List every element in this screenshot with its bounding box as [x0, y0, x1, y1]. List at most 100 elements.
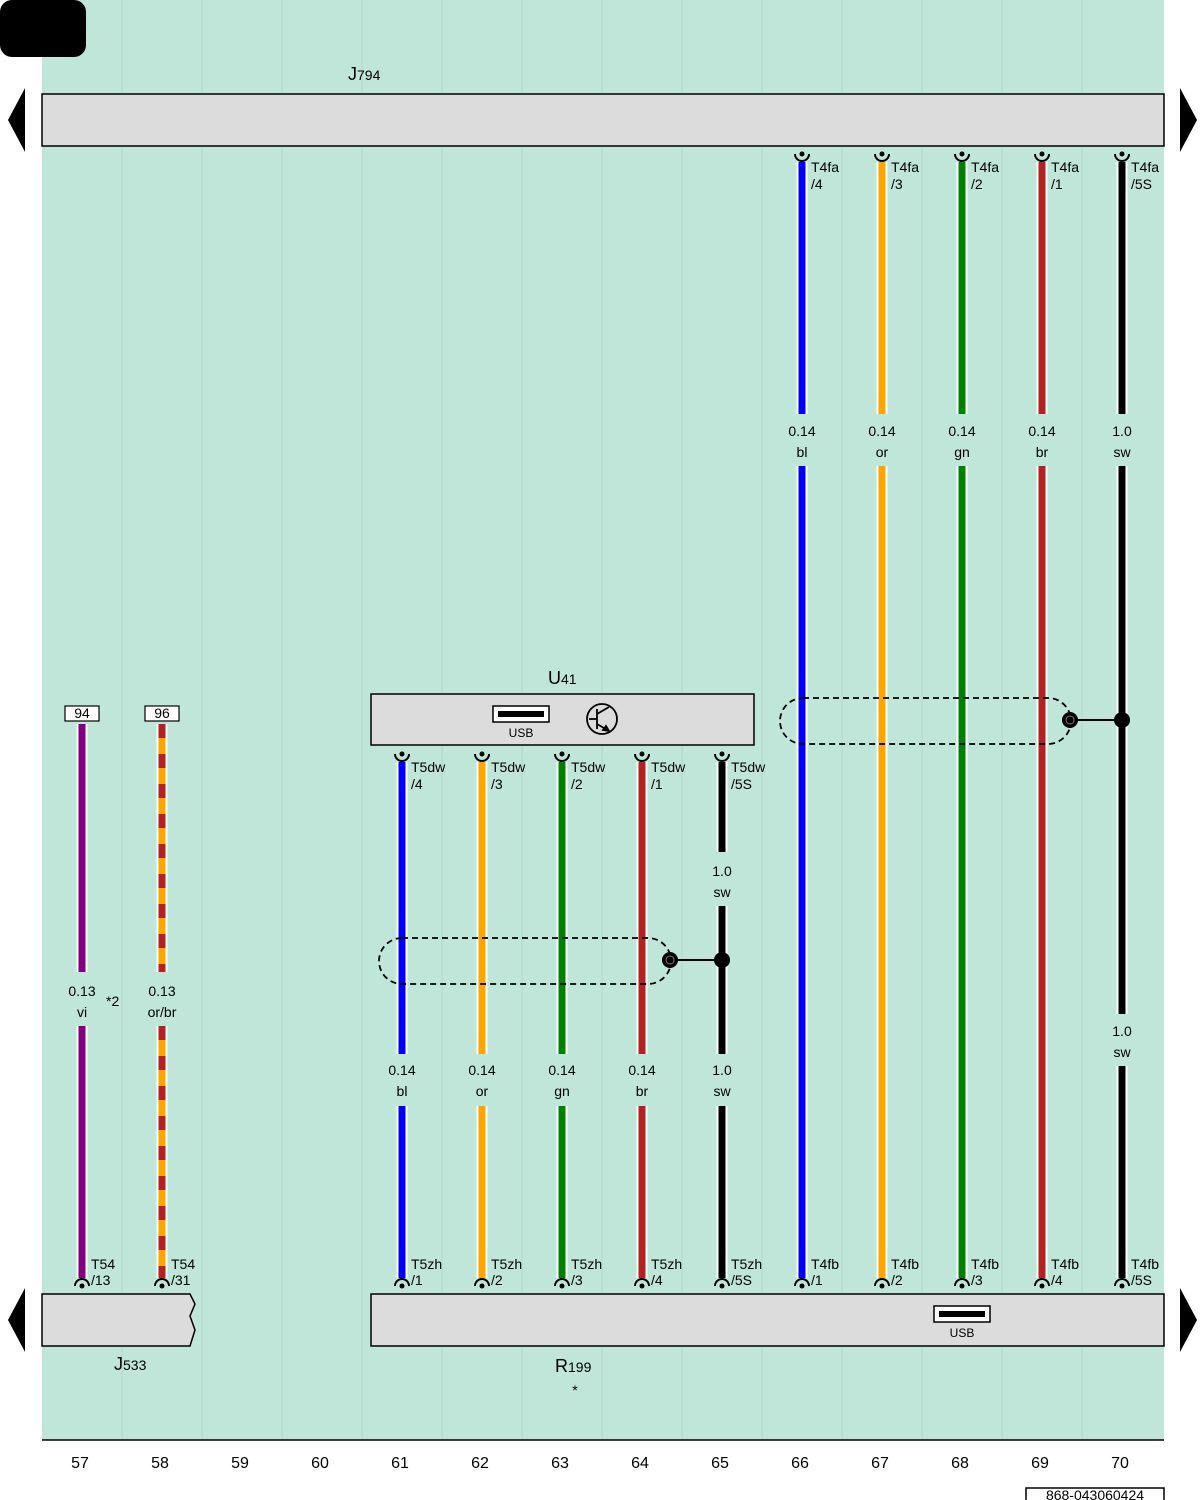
grid-number: 60 [311, 1455, 329, 1472]
conn-top-name: T4fa [891, 159, 919, 175]
svg-text:USB: USB [950, 1326, 975, 1340]
grid-lines [121, 0, 1083, 1440]
conn-top-pin: /2 [971, 176, 983, 192]
usb-port-icon: USB [492, 705, 550, 740]
wire-size: 0.13 [68, 983, 95, 999]
conn-top-name: T4fa [811, 159, 839, 175]
conn-top-pin: /5S [731, 776, 752, 792]
connector-top-65 [714, 751, 730, 762]
wire-color: bl [797, 444, 808, 460]
wire-color: br [636, 1083, 649, 1099]
connector-top-61 [394, 751, 410, 762]
connector-bottom-69 [1034, 1278, 1050, 1289]
grid-number: 58 [151, 1455, 169, 1472]
conn-bottom-name: T4fb [811, 1256, 839, 1272]
conn-top-pin: /5S [1131, 176, 1152, 192]
connector-top-68 [954, 151, 970, 162]
nav-arrow-right-bottom-icon[interactable] [1180, 1288, 1197, 1352]
conn-top-pin: /4 [411, 776, 423, 792]
connector-bottom-64 [634, 1278, 650, 1289]
wire-size: 0.14 [628, 1062, 655, 1078]
connector-bottom-67 [874, 1278, 890, 1289]
label-j794: J794 [348, 64, 381, 84]
conn-bottom-name: T4fb [1051, 1256, 1079, 1272]
grid-number: 65 [711, 1455, 729, 1472]
wire-size-lower: 1.0 [1112, 1023, 1132, 1039]
conn-bottom-pin: /1 [411, 1272, 423, 1288]
component-u41 [370, 693, 755, 746]
conn-bottom-name: T4fb [891, 1256, 919, 1272]
conn-bottom-name: T5zh [411, 1256, 442, 1272]
shield-top [779, 697, 1130, 745]
connector-bottom-58 [154, 1278, 170, 1289]
wire-color: or/br [148, 1004, 177, 1020]
conn-top-pin: /3 [491, 776, 503, 792]
labels-layer: T54/13940.13vi*2T54/31960.13or/brT5dw/4T… [64, 159, 1159, 1288]
nav-arrow-right-top-icon[interactable] [1180, 88, 1197, 152]
transistor-symbol-icon [586, 703, 618, 735]
conn-top-name: T4fa [1131, 159, 1159, 175]
wire-size: 1.0 [712, 1062, 732, 1078]
conn-bottom-name: T5zh [731, 1256, 762, 1272]
wire-size: 0.14 [468, 1062, 495, 1078]
ref-number: 94 [74, 705, 90, 721]
conn-top-pin: /4 [811, 176, 823, 192]
connector-bottom-63 [554, 1278, 570, 1289]
wire-size: 0.13 [148, 983, 175, 999]
svg-text:USB: USB [509, 726, 534, 740]
wire-size: 0.14 [948, 423, 975, 439]
wire-color: or [476, 1083, 489, 1099]
grid-number: 70 [1111, 1455, 1129, 1472]
doc-number: 868-043060424 [1046, 1487, 1144, 1500]
grid-number: 69 [1031, 1455, 1049, 1472]
conn-bottom-pin: /2 [891, 1272, 903, 1288]
wire-size: 0.14 [548, 1062, 575, 1078]
doc-number-box [1025, 1487, 1165, 1500]
note-r199: * [572, 1382, 578, 1398]
label-u41: U41 [548, 668, 577, 688]
grid-number: 61 [391, 1455, 409, 1472]
conn-bottom-pin: /4 [1051, 1272, 1063, 1288]
conn-bottom-pin: /3 [971, 1272, 983, 1288]
connector-top-69 [1034, 151, 1050, 162]
page-tab [0, 0, 86, 57]
conn-top-pin: /1 [651, 776, 663, 792]
wire-size: 0.14 [1028, 423, 1055, 439]
conn-top-name: T4fa [971, 159, 999, 175]
connector-bottom-70 [1114, 1278, 1130, 1289]
wires-layer [74, 151, 1130, 1289]
ref-number: 96 [154, 705, 170, 721]
conn-top-name: T5dw [571, 759, 606, 775]
connector-top-62 [474, 751, 490, 762]
conn-top-pin: /3 [891, 176, 903, 192]
wire-size: 1.0 [1112, 423, 1132, 439]
shield-bottom [378, 937, 730, 985]
conn-bottom-name: T54 [91, 1256, 115, 1272]
wire-size: 0.14 [788, 423, 815, 439]
grid-number: 57 [71, 1455, 89, 1472]
connector-top-67 [874, 151, 890, 162]
nav-arrow-left-top-icon[interactable] [8, 88, 25, 152]
conn-top-name: T5dw [731, 759, 766, 775]
conn-top-pin: /2 [571, 776, 583, 792]
usb-port-r199-icon: USB [933, 1305, 991, 1340]
conn-bottom-name: T5zh [571, 1256, 602, 1272]
conn-top-pin: /1 [1051, 176, 1063, 192]
conn-bottom-name: T5zh [491, 1256, 522, 1272]
conn-top-name: T4fa [1051, 159, 1079, 175]
conn-bottom-pin: /3 [571, 1272, 583, 1288]
grid-number: 66 [791, 1455, 809, 1472]
wire-size: 0.14 [868, 423, 895, 439]
grid-number: 68 [951, 1455, 969, 1472]
grid-number: 67 [871, 1455, 889, 1472]
wire-size-upper: 1.0 [712, 863, 732, 879]
wire-color: gn [554, 1083, 570, 1099]
connector-top-66 [794, 151, 810, 162]
nav-arrow-left-bottom-icon[interactable] [8, 1288, 25, 1352]
wire-color: sw [1113, 444, 1131, 460]
conn-bottom-pin: /1 [811, 1272, 823, 1288]
conn-bottom-pin: /31 [171, 1272, 191, 1288]
ref-box [64, 705, 100, 722]
grid-number: 63 [551, 1455, 569, 1472]
